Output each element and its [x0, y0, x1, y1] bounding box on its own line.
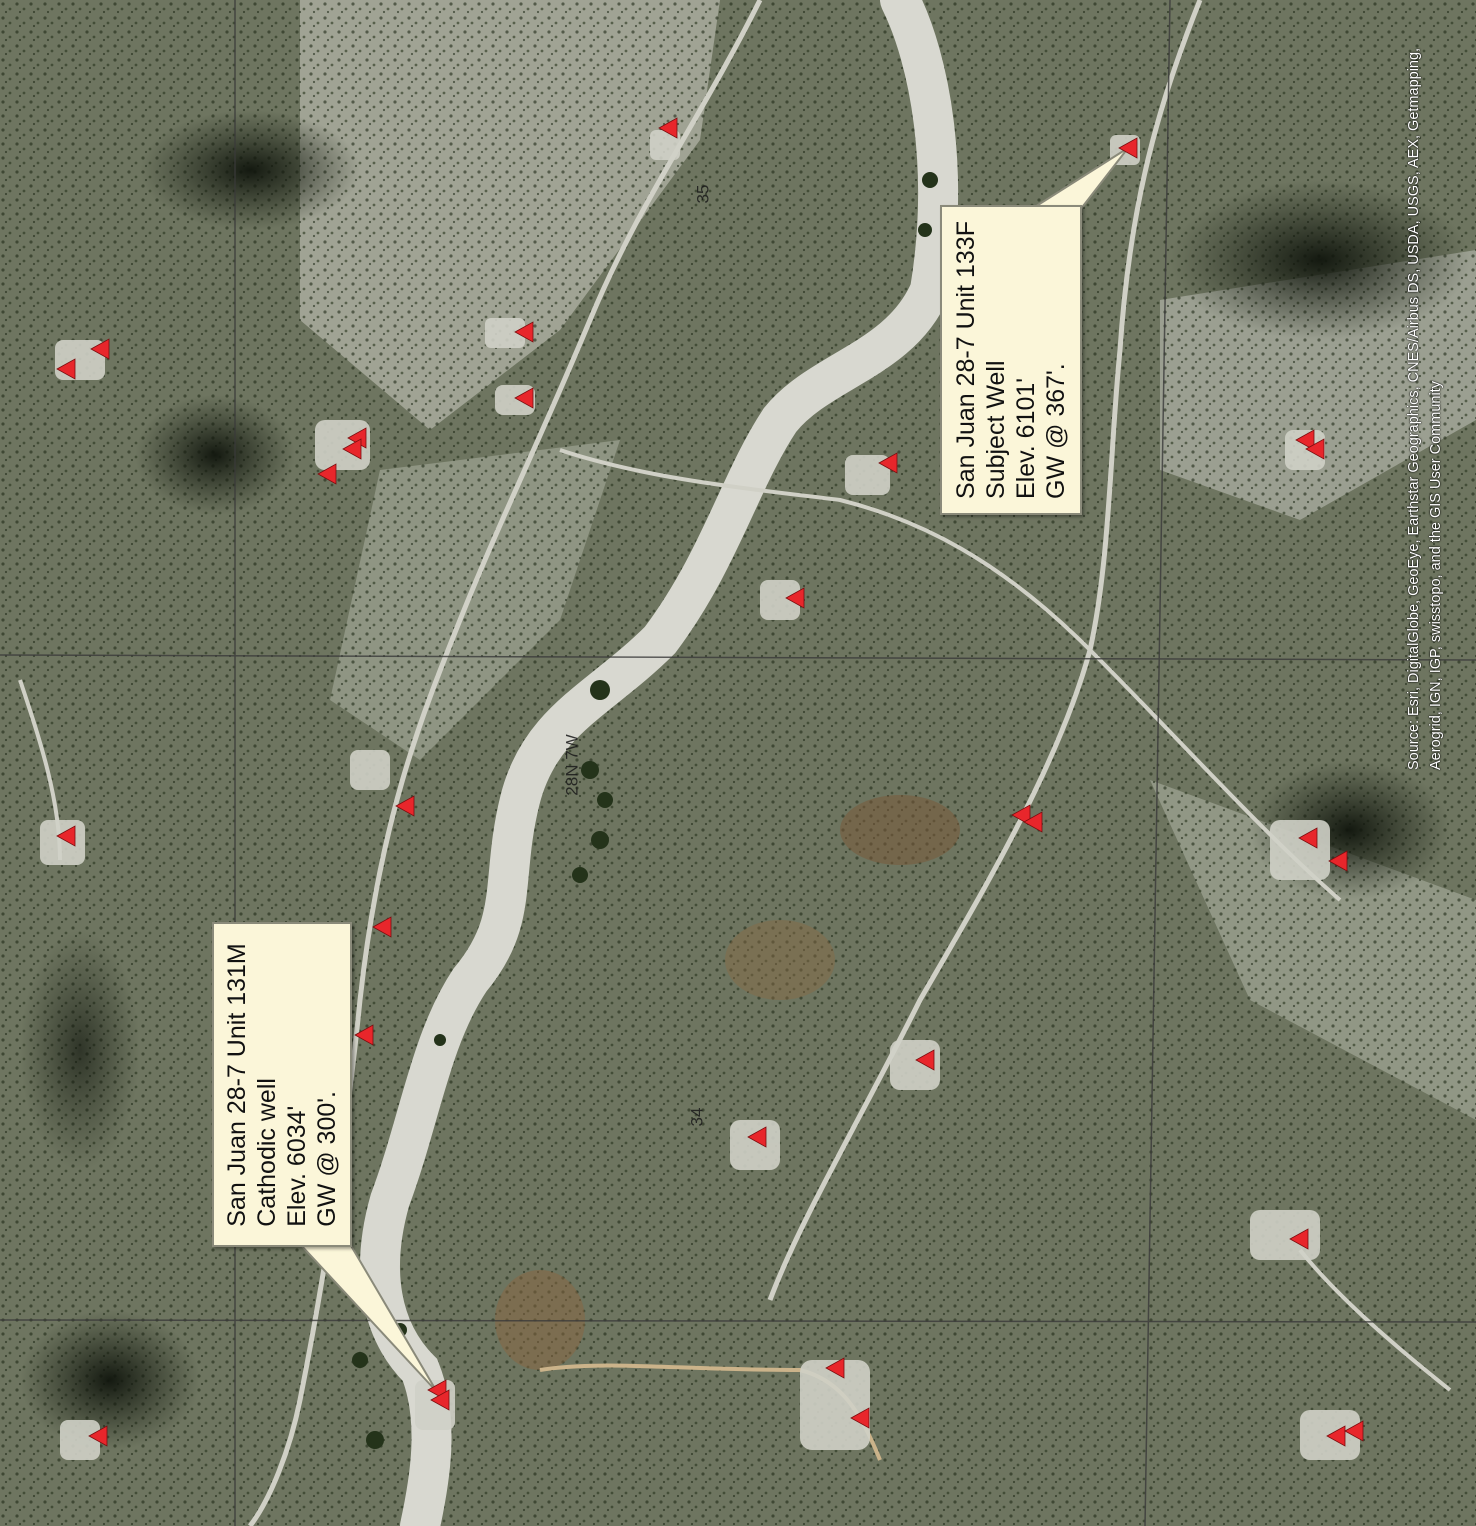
well-marker-17[interactable] [354, 1024, 374, 1046]
well-markers[interactable] [56, 117, 1364, 1447]
canyon-shadow-1 [140, 110, 360, 230]
road-main-diagonal [248, 0, 763, 1526]
canyon-shadow-6 [20, 930, 140, 1170]
well-marker-1[interactable] [658, 117, 678, 139]
cathodic-well-groundwater: GW @ 300'. [313, 1090, 341, 1227]
attribution-text: Source: Esri, DigitalGlobe, GeoEye, Eart… [1406, 47, 1444, 770]
cathodic-well-callout-text: San Juan 28-7 Unit 131M Cathodic well El… [222, 943, 342, 1227]
well-marker-30[interactable] [430, 1389, 450, 1411]
well-marker-10[interactable] [785, 587, 805, 609]
section-label-34: 34 [687, 1107, 707, 1127]
well-marker-15[interactable] [395, 795, 415, 817]
well-marker-16[interactable] [372, 916, 392, 938]
well-marker-26[interactable] [850, 1407, 870, 1429]
subject-well-type: Subject Well [982, 360, 1010, 499]
well-marker-20[interactable] [1298, 827, 1318, 849]
arroyo-wash [360, 0, 959, 1526]
well-marker-3[interactable] [514, 387, 534, 409]
well-marker-18[interactable] [1011, 804, 1031, 826]
well-marker-5[interactable] [56, 358, 76, 380]
subject-well-name: San Juan 28-7 Unit 133F [952, 221, 980, 499]
township-range-label: 28N 7W [562, 734, 582, 796]
well-marker-8[interactable] [317, 463, 337, 485]
canyon-shadow-5 [20, 1310, 200, 1450]
well-marker-11[interactable] [1118, 137, 1138, 159]
well-marker-2[interactable] [514, 321, 534, 343]
well-marker-19[interactable] [1023, 811, 1043, 833]
road-crossing [559, 448, 1342, 902]
well-marker-4[interactable] [90, 338, 110, 360]
well-marker-13[interactable] [1305, 438, 1325, 460]
well-marker-14[interactable] [56, 825, 76, 847]
soil-patch-1 [840, 795, 960, 865]
well-pads [40, 130, 1360, 1460]
well-marker-27[interactable] [1326, 1425, 1346, 1447]
soil-patch-2 [725, 920, 835, 1000]
canyon-shadow-2 [135, 395, 295, 515]
well-marker-28[interactable] [1344, 1420, 1364, 1442]
well-marker-23[interactable] [747, 1126, 767, 1148]
cathodic-well-type: Cathodic well [253, 1077, 281, 1227]
section-label-35: 35 [693, 184, 713, 204]
well-marker-12[interactable] [1295, 429, 1315, 451]
subject-well-callout-text: San Juan 28-7 Unit 133F Subject Well Ele… [951, 221, 1071, 499]
cathodic-well-name: San Juan 28-7 Unit 131M [223, 942, 251, 1227]
cathodic-well-callout: San Juan 28-7 Unit 131M Cathodic well El… [212, 922, 352, 1247]
well-marker-9[interactable] [878, 452, 898, 474]
well-marker-31[interactable] [88, 1425, 108, 1447]
well-marker-21[interactable] [1328, 850, 1348, 872]
subject-well-groundwater: GW @ 367'. [1042, 363, 1070, 499]
well-marker-7[interactable] [342, 438, 362, 460]
well-marker-24[interactable] [1289, 1228, 1309, 1250]
subject-well-elevation: Elev. 6101' [1012, 377, 1040, 499]
well-marker-25[interactable] [825, 1357, 845, 1379]
canyon-shadow-3 [1170, 180, 1470, 340]
subject-well-callout: San Juan 28-7 Unit 133F Subject Well Ele… [940, 205, 1082, 515]
well-marker-22[interactable] [915, 1049, 935, 1071]
road-southeast-spur [1298, 1248, 1452, 1392]
cathodic-well-elevation: Elev. 6034' [283, 1105, 311, 1227]
